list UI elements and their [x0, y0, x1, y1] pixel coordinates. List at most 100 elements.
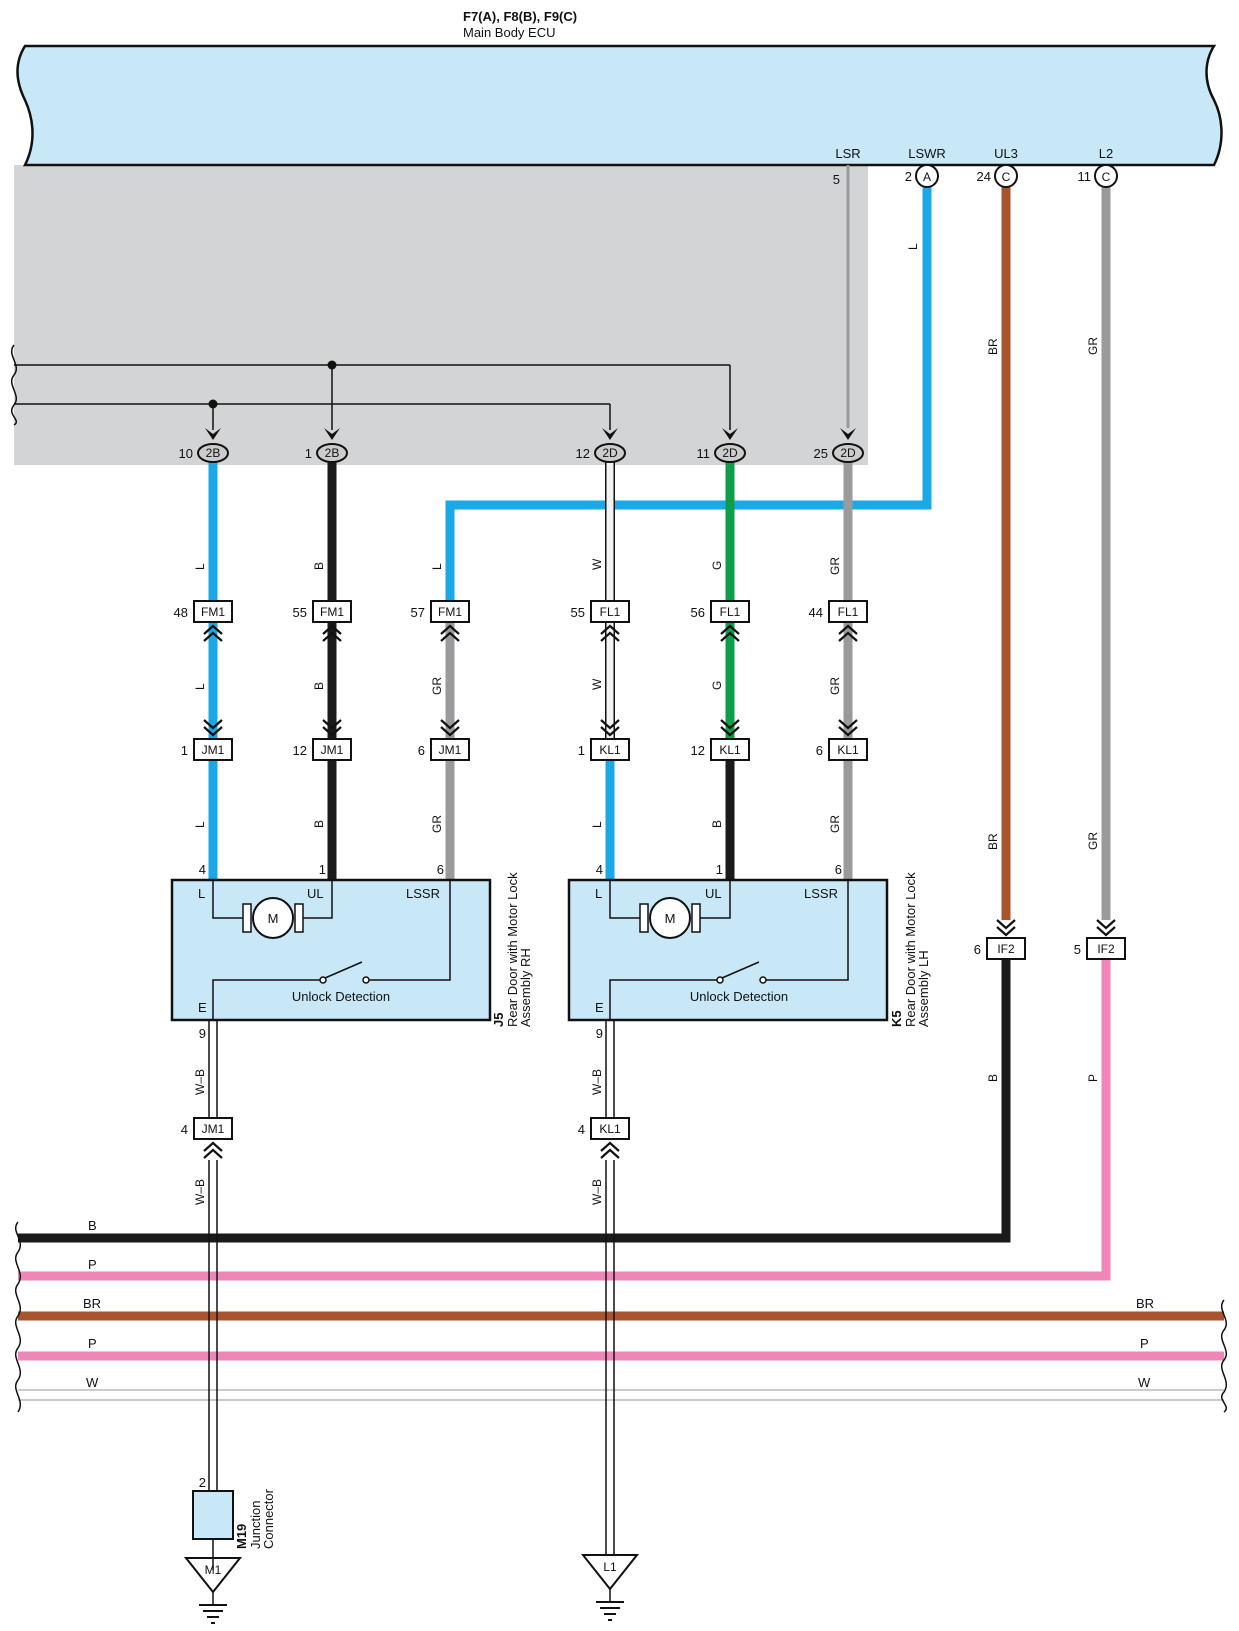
lh-pin-lssr: 6 [835, 862, 842, 877]
junction-arrows [205, 428, 856, 440]
break-mark-left-bus [15, 1221, 21, 1413]
break-marks [11, 344, 1227, 1413]
arrow-25 [840, 428, 856, 440]
label-rh-l-2b: L [193, 683, 207, 690]
ecu-title: F7(A), F8(B), F9(C) [463, 9, 577, 24]
rh-term-l: L [198, 886, 205, 901]
conn-kl1-1-name: KL1 [599, 743, 621, 757]
conn-jm1-4-name: JM1 [202, 1122, 225, 1136]
ecu-connector-circle-c1 [994, 164, 1018, 188]
rh-pin-l: 4 [199, 862, 206, 877]
lh-name-2: Assembly LH [916, 950, 931, 1027]
conn-if2-6-box [986, 937, 1026, 960]
assembly-lh: 4 1 6 L UL LSSR E 9 M Unlock Detection K… [567, 862, 931, 1041]
bus-label-p2: P [88, 1336, 97, 1351]
rh-pin-lssr: 6 [437, 862, 444, 877]
junction-pin-11: 11 [697, 446, 711, 461]
conn-fl1-44-pin: 44 [809, 605, 823, 620]
junction-pin-10: 10 [179, 446, 193, 461]
conn-fm1-55-box [312, 600, 352, 623]
junction-oval-11 [714, 443, 746, 463]
label-rh-wb-2: W–B [193, 1179, 207, 1205]
bus-label-p1: P [88, 1257, 97, 1272]
label-if2-p: P [1086, 1074, 1100, 1082]
conn-fl1-55-box [590, 600, 630, 623]
arrow-10 [205, 428, 221, 440]
m19-name-2: Connector [261, 1488, 276, 1549]
label-lh-b-3: B [710, 820, 724, 828]
junction-oval-12 [594, 443, 626, 463]
rh-motor-brush-left [242, 903, 252, 933]
ecu-connector-c1: C [1002, 170, 1011, 184]
m19-name-1: Junction [248, 1501, 263, 1549]
conn-if2-5-box [1086, 937, 1126, 960]
conn-kl1-12-box [710, 738, 750, 761]
ground-l1-label: L1 [603, 1560, 617, 1574]
ecu-pin-lswr: 2 [905, 169, 912, 184]
bus-label-p-right: P [1140, 1336, 1149, 1351]
conn-fl1-44-box [828, 600, 868, 623]
arrow-1 [324, 428, 340, 440]
rh-name-group: J5 Rear Door with Motor Lock Assembly RH [491, 872, 533, 1027]
label-lh-w-1: W [590, 558, 604, 570]
ecu-pin-ul3: 24 [977, 169, 991, 184]
ground-m1: M1 [183, 1557, 243, 1624]
bus-label-b: B [88, 1218, 97, 1233]
rh-term-lssr: LSSR [406, 886, 440, 901]
conn-fm1-57-name: FM1 [438, 605, 462, 619]
conn-fl1-44-name: FL1 [838, 605, 859, 619]
lh-switch-label: Unlock Detection [690, 989, 788, 1004]
label-rh-b-3: B [312, 820, 326, 828]
ecu-terminal-lswr: LSWR [908, 146, 946, 161]
conn-jm1-12-box [312, 738, 352, 761]
conn-fm1-48-name: FM1 [201, 605, 225, 619]
inline-connectors: FM1 48 FM1 55 FM1 57 FL1 55 FL1 56 FL1 4… [174, 600, 1126, 1159]
lh-pin-l: 4 [596, 862, 603, 877]
ground-l1-triangle [580, 1554, 640, 1591]
lh-switch-wiring [609, 880, 849, 1020]
junction-oval-25 [832, 443, 864, 463]
conn-kl1-6-box [828, 738, 868, 761]
lh-motor-label: M [665, 911, 676, 926]
ecu-subtitle: Main Body ECU [463, 25, 555, 40]
rh-pin-e: 9 [199, 1026, 206, 1041]
wb-wire-rh [208, 1020, 218, 1570]
junction-oval-1 [316, 443, 348, 463]
conn-jm1-1-name: JM1 [202, 743, 225, 757]
label-lh-gr-1: GR [828, 557, 842, 575]
chevrons-if2 [996, 919, 1116, 937]
junction-block-connectors: 2B 10 2B 1 2D 12 2D 11 2D 25 [179, 443, 864, 463]
rh-switch-contact-left [319, 976, 327, 984]
label-lh-w-2: W [590, 678, 604, 690]
rh-switch-contact-right [362, 976, 370, 984]
shaded-harness-area [14, 165, 868, 465]
label-lh-g-1: G [710, 561, 724, 570]
bus-label-br: BR [83, 1296, 101, 1311]
rh-term-ul: UL [307, 886, 324, 901]
rh-name-2: Assembly RH [518, 948, 533, 1027]
rh-motor-icon [252, 897, 294, 939]
conn-fm1-57-box [430, 600, 470, 623]
conn-fm1-55-pin: 55 [293, 605, 307, 620]
break-mark-left-internal [11, 344, 17, 426]
bus-labels: B P BR P W BR P W [83, 1218, 1154, 1390]
bus-label-w: W [86, 1375, 99, 1390]
rh-motor-label: M [268, 911, 279, 926]
ecu-connector-a: A [923, 170, 931, 184]
conn-if2-6-pin: 6 [974, 942, 981, 957]
junction-id-25: 2D [840, 446, 856, 460]
arrow-12 [602, 428, 618, 440]
ecu-connector-circle-c2 [1094, 164, 1118, 188]
lh-name-1: Rear Door with Motor Lock [903, 872, 918, 1027]
label-l2-gr-2: GR [1086, 832, 1100, 850]
rh-switch-wiring [212, 880, 451, 1020]
junction-pin-25: 25 [814, 446, 828, 461]
lh-term-l: L [595, 886, 602, 901]
junction-id-1: 2B [325, 446, 340, 460]
rh-pin-ul: 1 [319, 862, 326, 877]
assembly-lh-box [567, 878, 889, 1022]
label-rh-l-3: L [193, 821, 207, 828]
label-rh-b-1: B [312, 562, 326, 570]
conn-kl1-6-name: KL1 [837, 743, 859, 757]
